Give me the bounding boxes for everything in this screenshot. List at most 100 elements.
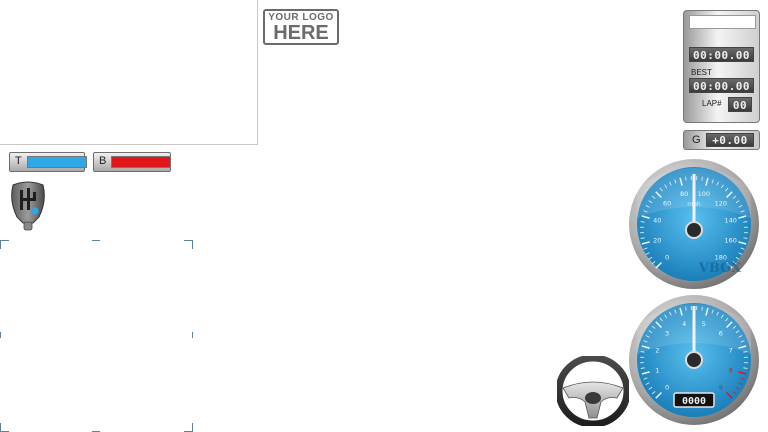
speedo-tick: [651, 195, 656, 199]
speedo-tick: [640, 221, 645, 223]
speedo-tick: [725, 261, 733, 269]
tacho-tick: [655, 321, 663, 329]
tacho-tick-label: 2: [655, 347, 659, 355]
tacho-tick: [732, 391, 737, 395]
tacho-tick: [740, 377, 745, 380]
bracket-bottom-left: [0, 423, 9, 432]
tacho-tick: [716, 311, 719, 316]
tacho-tick-label: 3: [665, 330, 669, 338]
lap-number: 00: [728, 97, 752, 112]
speedo-tick: [651, 261, 656, 265]
tacho-tick: [735, 330, 740, 334]
tacho-tick: [648, 330, 653, 334]
bracket-mid-right: [184, 332, 193, 338]
speedo-tick: [716, 181, 719, 186]
speedo-tick: [725, 187, 729, 192]
speedo-tick: [643, 247, 648, 250]
lap-timer-panel[interactable]: 00:00.00 BEST 00:00.00 LAP# 00: [683, 10, 760, 123]
tacho-tick: [743, 367, 748, 369]
throttle-letter: T: [15, 155, 22, 167]
logo-line-2: HERE: [273, 22, 329, 44]
tacho-tick: [711, 309, 714, 314]
speedo-tick: [643, 210, 648, 213]
tacho-readout-box: [673, 392, 715, 408]
speedo-tick-label: 160: [724, 236, 736, 244]
speedo-tick: [640, 237, 645, 239]
tacho-tick: [645, 382, 650, 385]
logo-placeholder[interactable]: YOUR LOGO HERE: [263, 9, 339, 45]
tacho-tick: [669, 311, 672, 316]
speedo-tick: [648, 256, 653, 260]
tacho-tick: [732, 325, 737, 329]
tacho-tick: [738, 345, 747, 349]
tacho-tick: [664, 314, 668, 319]
tacho-tick: [655, 391, 663, 399]
speedo-hub: [685, 221, 703, 239]
speedo-tick: [679, 177, 683, 186]
tacho-tick: [640, 367, 645, 369]
speedo-tick-label: 140: [724, 217, 736, 225]
bracket-bottom-mid: [92, 423, 100, 432]
speedo-tick: [641, 241, 650, 245]
speedo-tick: [735, 200, 740, 204]
current-lap-time: 00:00.00: [689, 47, 754, 62]
tacho-tick: [725, 391, 733, 399]
speedo-tick: [732, 261, 737, 265]
steering-wheel-icon[interactable]: [557, 356, 629, 426]
speedo-tick: [740, 210, 745, 213]
speedo-tick: [655, 191, 663, 199]
best-label: BEST: [691, 68, 712, 77]
speedo-tick: [735, 256, 740, 260]
speedo-tick-label: 120: [715, 200, 727, 208]
speedo-tick-label: 60: [663, 200, 671, 208]
speedo-tick: [655, 261, 663, 269]
brake-letter: B: [99, 155, 107, 167]
tacho-tick: [651, 325, 656, 329]
speedo-tick: [738, 205, 743, 208]
bracket-mid-left: [0, 332, 9, 338]
brake-track: [111, 156, 171, 168]
tacho-tick: [645, 335, 650, 338]
tacho-tick-label: 7: [729, 347, 733, 355]
speedo-tick: [659, 187, 663, 192]
brake-bar[interactable]: B: [93, 152, 171, 172]
speedo-tick-label: 180: [715, 253, 727, 261]
speedo-tick: [705, 177, 709, 186]
tacho-tick: [735, 386, 740, 390]
bracket-top-right: [184, 240, 193, 249]
speedo-tick: [674, 179, 677, 184]
tacho-tick: [725, 321, 733, 329]
lap-number-label: LAP#: [702, 99, 722, 108]
bracket-bottom-right: [184, 423, 193, 432]
throttle-fill: [28, 157, 86, 167]
tacho-tick: [679, 307, 683, 316]
speedo-tick-label: 20: [653, 236, 661, 244]
tacho-tick: [740, 340, 745, 343]
tacho-tick: [725, 317, 729, 322]
speedo-tick: [669, 181, 672, 186]
tacho-tick: [643, 377, 648, 380]
speedo-tick: [738, 215, 747, 219]
tacho-tick: [738, 335, 743, 338]
gear-knob-icon[interactable]: [9, 181, 47, 233]
tacho-tick-label: 9: [719, 383, 723, 391]
tacho-tick: [641, 371, 650, 375]
tacho-tick: [641, 345, 650, 349]
tacho-readout: 0000: [682, 396, 706, 407]
tacho-tick: [743, 351, 748, 353]
speedo-tick: [743, 237, 748, 239]
throttle-bar[interactable]: T: [9, 152, 87, 172]
tacho-hub: [685, 351, 703, 369]
speedo-tick: [641, 215, 650, 219]
g-letter: G: [692, 134, 701, 146]
g-meter-panel[interactable]: G +0.00: [683, 130, 760, 150]
tacho-tick: [648, 386, 653, 390]
speedo-tick: [711, 179, 714, 184]
tacho-tick: [738, 382, 743, 385]
speedo-tick-label: 0: [665, 253, 669, 261]
g-value: +0.00: [706, 133, 754, 147]
speedo-tick: [645, 205, 650, 208]
speedo-tick: [738, 252, 743, 255]
